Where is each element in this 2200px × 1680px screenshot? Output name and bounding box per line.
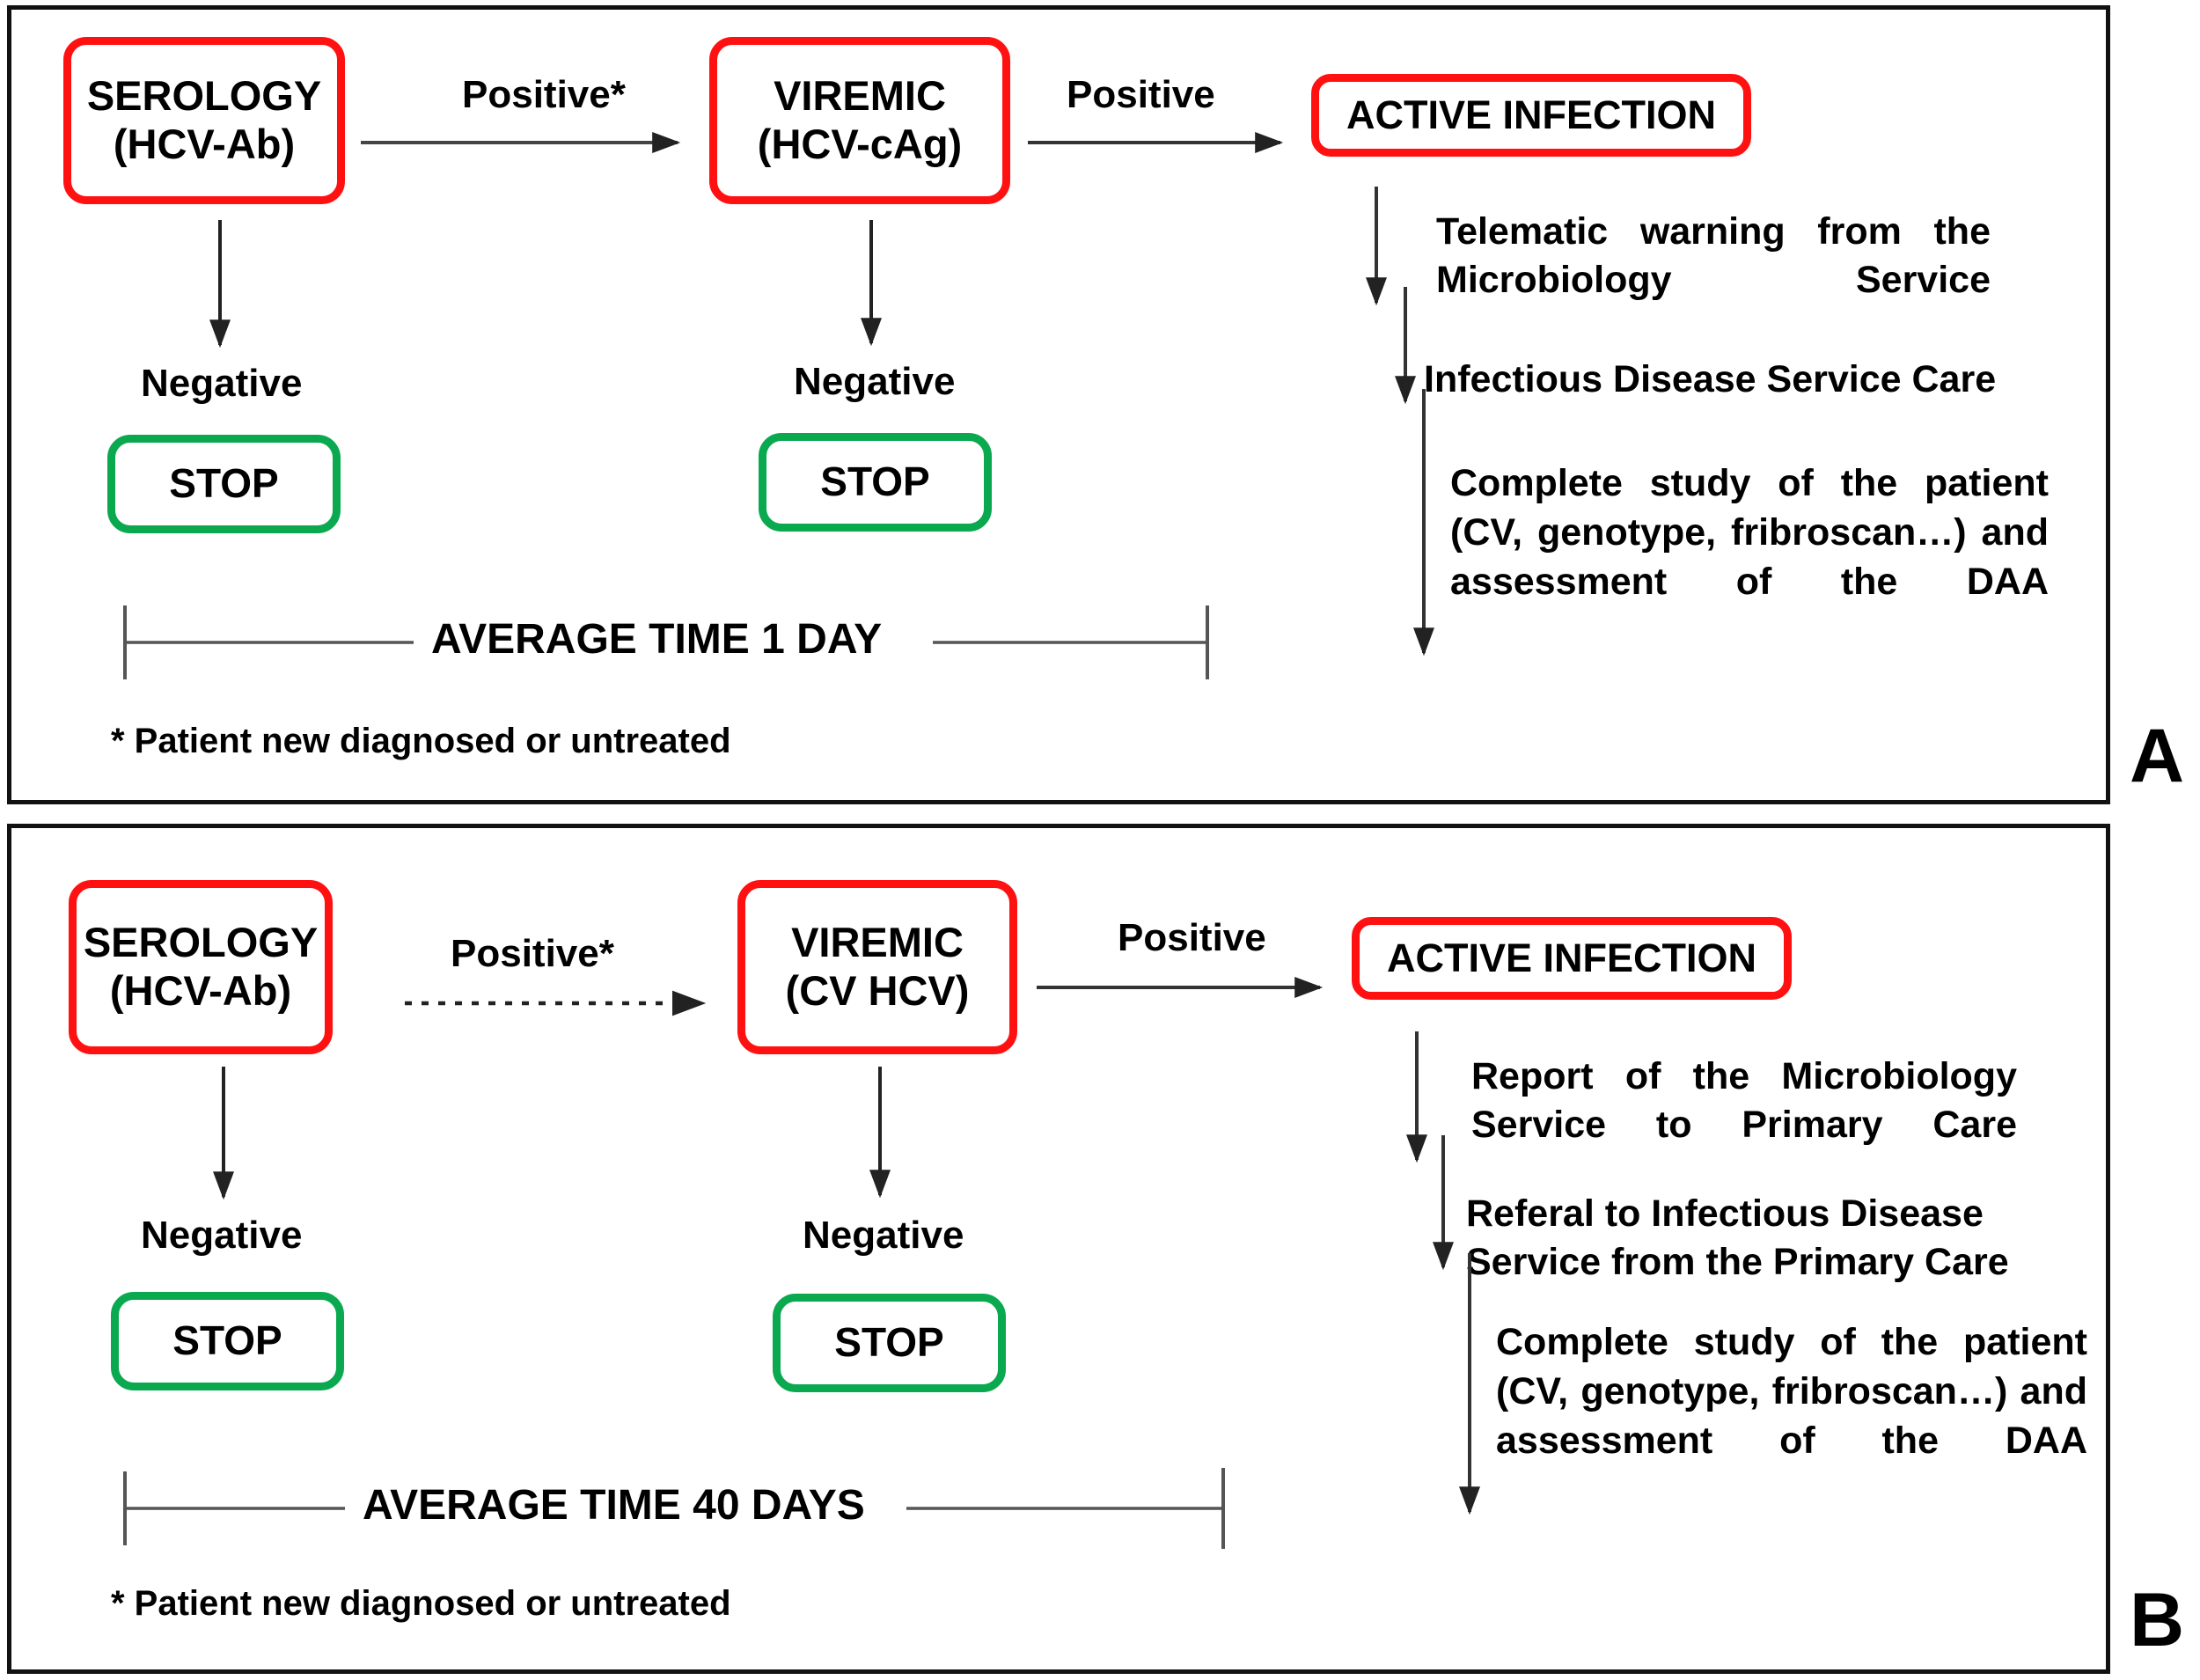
node-line-2: (CV HCV) [785,967,970,1014]
panel-b-edge-label-positive-1: Positive* [451,932,614,975]
panel-a-node-stop-1[interactable]: STOP [107,435,341,533]
node-line-1: VIREMIC [791,919,964,966]
panel-a-step-3: Complete study of the patient (CV, genot… [1450,462,2049,603]
node-line-1: SEROLOGY [86,72,322,120]
panel-b-node-serology[interactable]: SEROLOGY (HCV-Ab) [69,880,333,1054]
node-line-1: VIREMIC [774,72,946,120]
panel-a-timeline-label: AVERAGE TIME 1 DAY [431,616,883,663]
node-line-1: ACTIVE INFECTION [1386,935,1756,980]
panel-a-node-serology[interactable]: SEROLOGY (HCV-Ab) [63,37,345,204]
panel-b-timeline-label: AVERAGE TIME 40 DAYS [363,1482,865,1529]
panel-b-node-viremic[interactable]: VIREMIC (CV HCV) [737,880,1017,1054]
panel-a-edge-label-negative-2: Negative [794,360,956,403]
panel-b-node-active-infection[interactable]: ACTIVE INFECTION [1352,917,1792,1000]
panel-a-edge-label-positive-2: Positive [1067,73,1215,116]
panel-b-edge-label-positive-2: Positive [1118,916,1266,959]
node-line-1: STOP [169,460,279,507]
node-line-1: STOP [834,1319,944,1366]
node-line-1: ACTIVE INFECTION [1346,92,1716,137]
node-line-2: (HCV-cAg) [757,121,963,167]
panel-a-node-viremic[interactable]: VIREMIC (HCV-cAg) [709,37,1010,204]
panel-a-letter: A [2130,714,2184,798]
panel-a-edge-label-positive-1: Positive* [462,73,626,116]
panel-b-step-1: Report of the Microbiology Service to Pr… [1471,1055,2017,1147]
node-line-2: (HCV-Ab) [109,967,292,1014]
panel-b-edge-label-negative-2: Negative [803,1214,964,1257]
panel-b-footnote: * Patient new diagnosed or untreated [111,1584,731,1623]
panel-a-node-stop-2[interactable]: STOP [759,433,992,532]
panel-a-footnote: * Patient new diagnosed or untreated [111,722,731,760]
panel-b-node-stop-2[interactable]: STOP [773,1294,1006,1392]
panel-b-node-stop-1[interactable]: STOP [111,1292,344,1390]
node-line-1: SEROLOGY [83,919,319,966]
panel-a-node-active-infection[interactable]: ACTIVE INFECTION [1311,74,1751,157]
panel-b-letter: B [2130,1578,2184,1662]
panel-b-edge-label-negative-1: Negative [141,1214,303,1257]
node-line-1: STOP [820,459,930,505]
panel-b-step-2: Referal to Infectious Disease Service fr… [1466,1192,2009,1284]
panel-a [7,5,2110,804]
node-line-1: STOP [172,1317,282,1364]
panel-b-step-3: Complete study of the patient (CV, genot… [1496,1321,2087,1462]
panel-a-step-2: Infectious Disease Service Care [1424,358,1997,400]
panel-a-edge-label-negative-1: Negative [141,362,303,405]
node-line-2: (HCV-Ab) [113,121,296,167]
panel-a-step-1: Telematic warning from the Microbiology … [1436,210,1991,302]
